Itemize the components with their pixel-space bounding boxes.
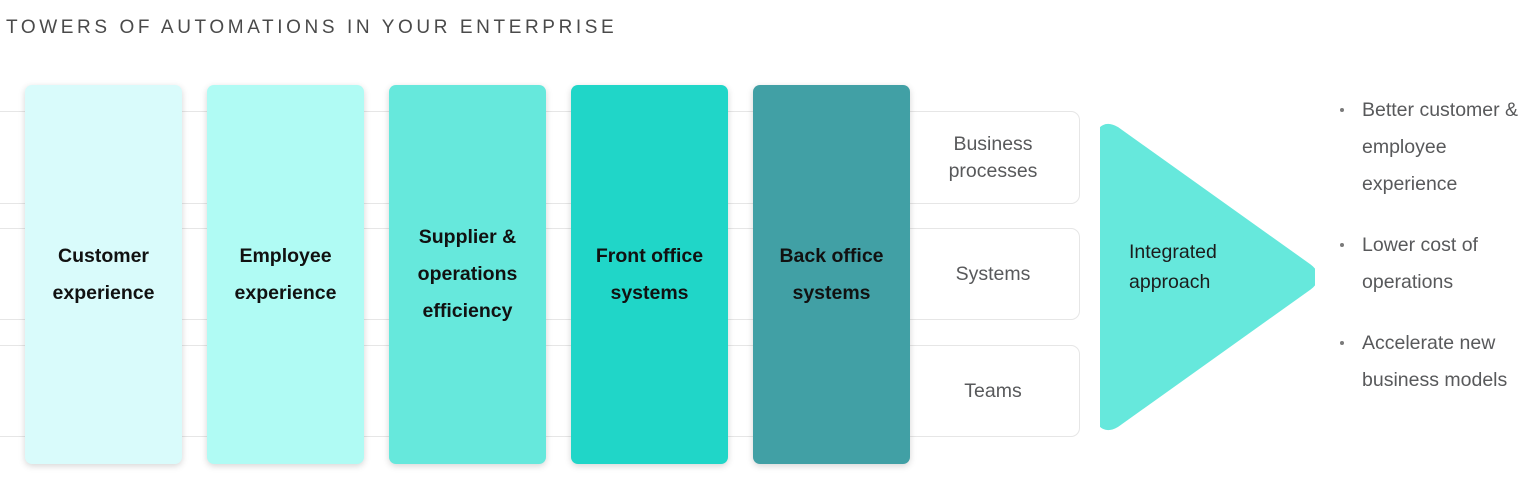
arrow-label: Integrated approach: [1129, 241, 1217, 293]
integrated-approach-arrow: Integrated approach: [1100, 116, 1315, 438]
row-label: Teams: [964, 379, 1022, 402]
tower-label: Back office systems: [779, 244, 884, 304]
bullet-icon: [1340, 108, 1344, 112]
tower-label: Supplier & operations efficiency: [417, 226, 518, 322]
benefit-text: Better customer & employee experience: [1362, 99, 1519, 195]
page-title: TOWERS OF AUTOMATIONS IN YOUR ENTERPRISE: [6, 17, 618, 38]
tower-label: Customer experience: [52, 244, 155, 304]
bullet-icon: [1340, 243, 1344, 247]
arrow-right-icon: [1100, 123, 1315, 431]
tower-employee-experience: Employee experience: [207, 85, 364, 464]
tower-back-office-systems: Back office systems: [753, 85, 910, 464]
list-item: Lower cost of operations: [1336, 227, 1536, 301]
tower-front-office-systems: Front office systems: [571, 85, 728, 464]
list-item: Better customer & employee experience: [1336, 92, 1536, 203]
tower-customer-experience: Customer experience: [25, 85, 182, 464]
row-label: Business processes: [948, 132, 1038, 182]
tower-label: Employee experience: [234, 244, 337, 304]
benefits-list: Better customer & employee experience Lo…: [1336, 92, 1536, 399]
tower-label: Front office systems: [595, 244, 704, 304]
tower-supplier-operations-efficiency: Supplier & operations efficiency: [389, 85, 546, 464]
benefit-text: Lower cost of operations: [1362, 234, 1478, 293]
list-item: Accelerate new business models: [1336, 325, 1536, 399]
benefit-text: Accelerate new business models: [1362, 332, 1508, 391]
bullet-icon: [1340, 341, 1344, 345]
row-label: Systems: [955, 262, 1031, 285]
